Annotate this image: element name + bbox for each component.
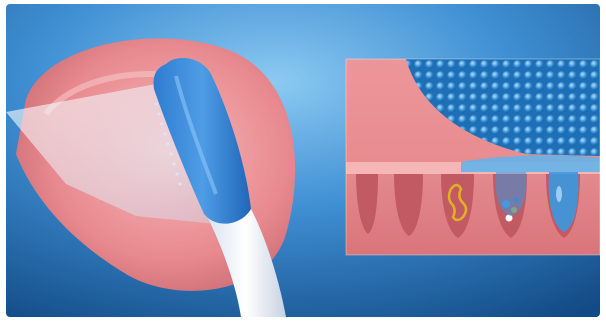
tongue-cleaner-illustration: [6, 4, 600, 317]
illustration-background: [6, 4, 600, 317]
tongue-cross-section-panel: [346, 59, 600, 255]
